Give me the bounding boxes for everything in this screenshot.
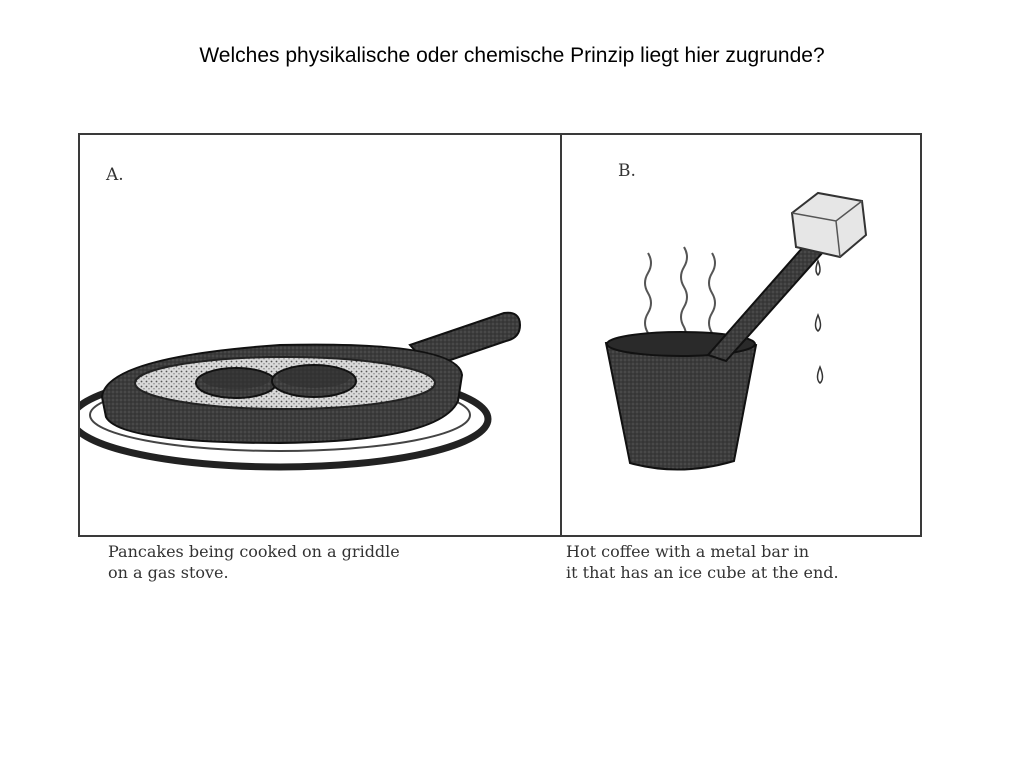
water-drop-2 xyxy=(814,313,822,332)
caption-b-line1: Hot coffee with a metal bar in xyxy=(566,542,810,561)
panel-b-letter: B. xyxy=(618,161,636,181)
water-drop-1 xyxy=(815,258,821,277)
caption-a-line2: on a gas stove. xyxy=(108,563,229,582)
steam-line-2 xyxy=(680,246,688,346)
water-drop-3 xyxy=(816,365,824,384)
coffee-cup xyxy=(604,336,758,471)
caption-panel-b: Hot coffee with a metal bar in it that h… xyxy=(566,541,839,583)
caption-b-line2: it that has an ice cube at the end. xyxy=(566,563,839,582)
caption-panel-a: Pancakes being cooked on a griddle on a … xyxy=(108,541,400,583)
ice-cube xyxy=(790,191,868,259)
griddle-illustration xyxy=(80,311,522,471)
panel-a-letter: A. xyxy=(106,165,124,185)
panel-divider xyxy=(560,135,562,535)
griddle-handle xyxy=(408,311,522,369)
caption-a-line1: Pancakes being cooked on a griddle xyxy=(108,542,400,561)
figure-illustrations xyxy=(80,191,868,471)
slide-title: Welches physikalische oder chemische Pri… xyxy=(199,44,825,67)
figure-frame: A. B. xyxy=(78,133,922,537)
coffee-illustration xyxy=(604,191,868,471)
